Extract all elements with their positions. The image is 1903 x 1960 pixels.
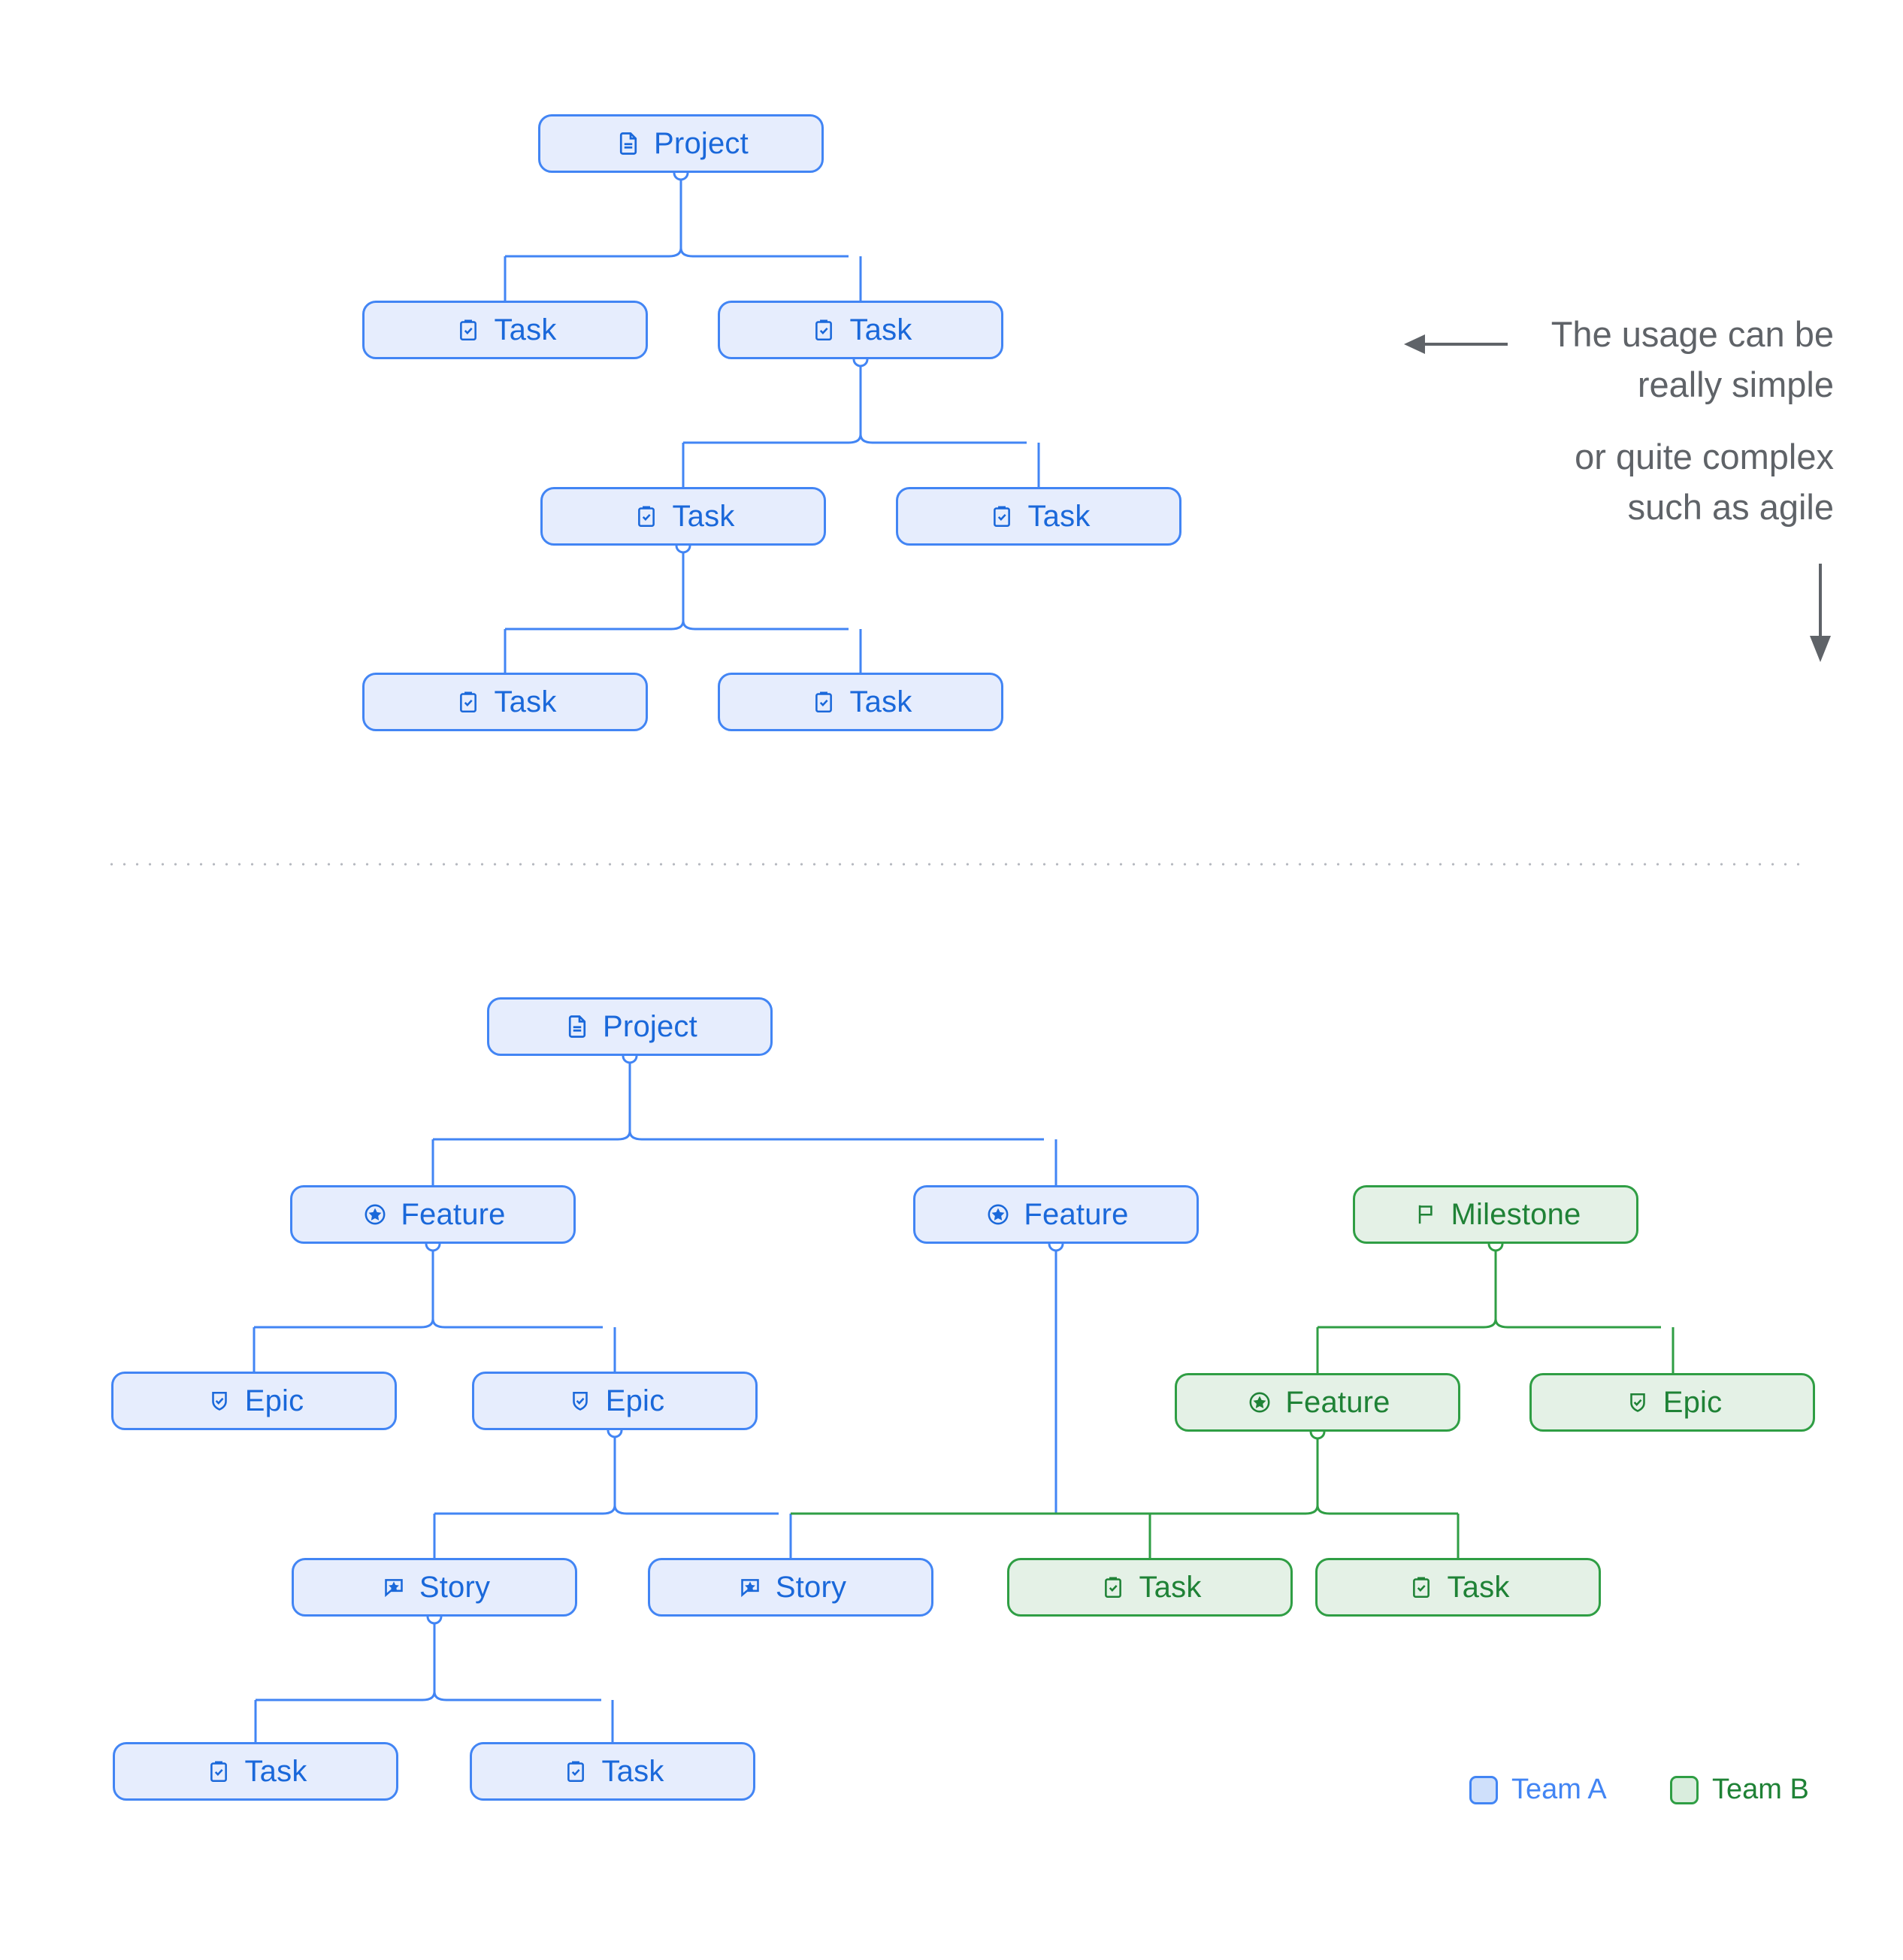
node-label: Task [849,685,912,718]
shield-check-icon [204,1386,234,1416]
link-abus-row4 [256,1691,601,1701]
node-milestone[interactable]: Milestone [1353,1185,1638,1244]
section-divider [105,863,1800,866]
legend-swatch-team-b [1670,1775,1699,1804]
clipboard-check-icon [631,501,661,531]
star-circle-icon [1245,1387,1275,1417]
clipboard-check-icon [987,501,1017,531]
link-bus-row2 [683,434,1027,444]
node-label: Project [603,1010,697,1043]
link-bus-row1 [505,247,849,258]
node-feature[interactable]: Feature [913,1185,1199,1244]
node-feature[interactable]: Feature [1175,1373,1460,1432]
node-label: Task [244,1755,307,1788]
annotation-text: The usage can be really simple or quite … [1458,310,1834,533]
node-label: Feature [1285,1386,1390,1419]
node-task[interactable]: Task [718,673,1003,731]
node-task[interactable]: Task [540,487,826,546]
node-task[interactable]: Task [1315,1558,1601,1617]
legend-label-team-b: Team B [1712,1774,1809,1805]
node-label: Task [494,313,557,346]
node-task[interactable]: Task [718,301,1003,359]
node-epic[interactable]: Epic [472,1372,758,1430]
node-project[interactable]: Project [487,997,773,1056]
node-feature[interactable]: Feature [290,1185,576,1244]
node-label: Story [775,1571,847,1604]
node-label: Epic [605,1384,665,1417]
annotation-line-2: really simple [1637,364,1834,404]
clipboard-check-icon [809,315,839,345]
link-bus-row3 [505,620,849,631]
clipboard-check-icon [453,315,483,345]
node-label: Task [1447,1571,1510,1604]
clipboard-check-icon [1098,1572,1128,1602]
flag-icon [1411,1199,1441,1230]
node-label: Task [601,1755,664,1788]
story-star-icon [379,1572,409,1602]
node-label: Story [419,1571,491,1604]
link-abus-row1 [433,1130,1044,1141]
document-icon [562,1012,592,1042]
node-label: Project [654,127,749,160]
node-task[interactable]: Task [470,1742,755,1801]
legend-swatch-team-a [1469,1775,1498,1804]
node-task[interactable]: Task [1007,1558,1293,1617]
node-label: Feature [1024,1198,1129,1231]
clipboard-check-icon [453,687,483,717]
node-task[interactable]: Task [362,673,648,731]
shield-check-icon [565,1386,595,1416]
node-epic[interactable]: Epic [111,1372,397,1430]
clipboard-check-icon [204,1756,234,1786]
document-icon [613,129,643,159]
link-abus-row2 [254,1318,603,1329]
node-task[interactable]: Task [896,487,1181,546]
node-task[interactable]: Task [113,1742,398,1801]
node-story[interactable]: Story [292,1558,577,1617]
clipboard-check-icon [809,687,839,717]
star-circle-icon [360,1199,390,1230]
node-story[interactable]: Story [648,1558,933,1617]
node-label: Task [1027,500,1091,533]
node-label: Task [1139,1571,1202,1604]
arrow-left-icon [1404,334,1508,354]
node-label: Task [849,313,912,346]
team-a-connectors [253,173,1057,1742]
annotation-line-1: The usage can be [1551,314,1834,354]
clipboard-check-icon [561,1756,591,1786]
legend-label-team-a: Team A [1511,1774,1607,1805]
shield-check-icon [1623,1387,1653,1417]
node-label: Epic [244,1384,304,1417]
node-label: Milestone [1451,1198,1581,1231]
story-star-icon [735,1572,765,1602]
link-gbus-row1 [1318,1318,1661,1329]
star-circle-icon [983,1199,1013,1230]
node-label: Task [494,685,557,718]
arrow-down-icon [1810,564,1831,662]
legend-item-team-b[interactable]: Team B [1670,1774,1809,1806]
annotation-line-4: such as agile [1627,487,1834,528]
node-label: Epic [1662,1386,1723,1419]
link-abus-row3 [434,1505,779,1515]
node-label: Task [672,500,735,533]
legend-item-team-a[interactable]: Team A [1469,1774,1607,1806]
node-project[interactable]: Project [538,114,824,173]
clipboard-check-icon [1406,1572,1436,1602]
link-gbus-row2 [791,1505,1458,1515]
node-label: Feature [401,1198,506,1231]
node-epic[interactable]: Epic [1529,1373,1815,1432]
annotation-line-3: or quite complex [1575,437,1834,477]
node-task[interactable]: Task [362,301,648,359]
